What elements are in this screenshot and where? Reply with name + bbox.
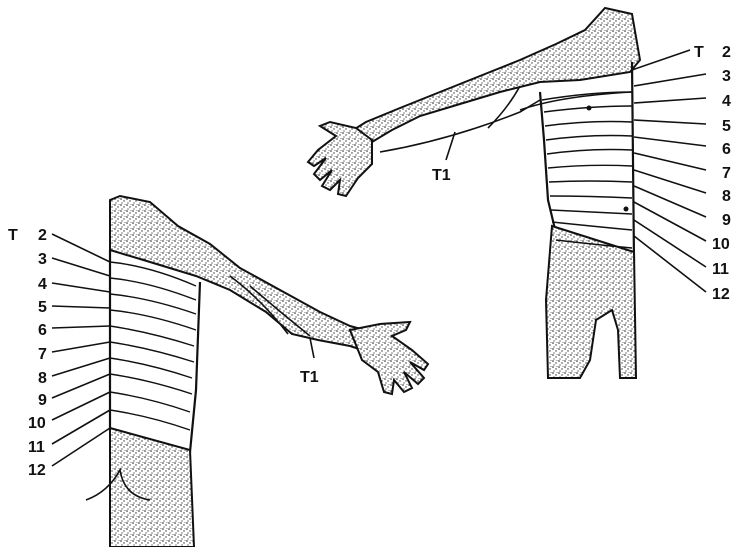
label-T: T xyxy=(694,44,704,61)
label-12: 12 xyxy=(712,286,730,303)
label-7: 7 xyxy=(38,346,47,363)
label-10: 10 xyxy=(712,236,730,253)
label-9: 9 xyxy=(38,392,47,409)
label-3: 3 xyxy=(722,68,731,85)
back-view: T 2 3 4 5 6 7 8 9 10 11 12 T1 xyxy=(8,196,428,547)
label-7: 7 xyxy=(722,165,731,182)
front-arm-skin xyxy=(344,8,640,160)
label-6: 6 xyxy=(38,322,47,339)
label-4: 4 xyxy=(722,93,731,110)
label-2: 2 xyxy=(38,227,47,244)
back-lower-body xyxy=(110,428,194,547)
label-11: 11 xyxy=(712,261,729,278)
label-4: 4 xyxy=(38,276,47,293)
label-8: 8 xyxy=(38,370,47,387)
label-10: 10 xyxy=(28,415,46,432)
label-5: 5 xyxy=(722,118,731,135)
label-T: T xyxy=(8,227,18,244)
label-6: 6 xyxy=(722,141,731,158)
label-11: 11 xyxy=(28,439,45,456)
back-arm-skin xyxy=(110,196,372,352)
label-9: 9 xyxy=(722,212,731,229)
front-dermatome-bands xyxy=(542,92,632,248)
label-2: 2 xyxy=(722,44,731,61)
front-lower-body xyxy=(546,226,636,378)
front-hand xyxy=(308,122,372,196)
label-T1: T1 xyxy=(300,369,319,386)
label-T1: T1 xyxy=(432,167,451,184)
label-5: 5 xyxy=(38,299,47,316)
back-hand xyxy=(350,322,428,394)
label-8: 8 xyxy=(722,188,731,205)
front-view: T 2 3 4 5 6 7 8 9 10 11 12 T1 xyxy=(308,8,731,378)
back-dermatome-bands xyxy=(110,262,196,430)
label-3: 3 xyxy=(38,251,47,268)
label-12: 12 xyxy=(28,462,46,479)
